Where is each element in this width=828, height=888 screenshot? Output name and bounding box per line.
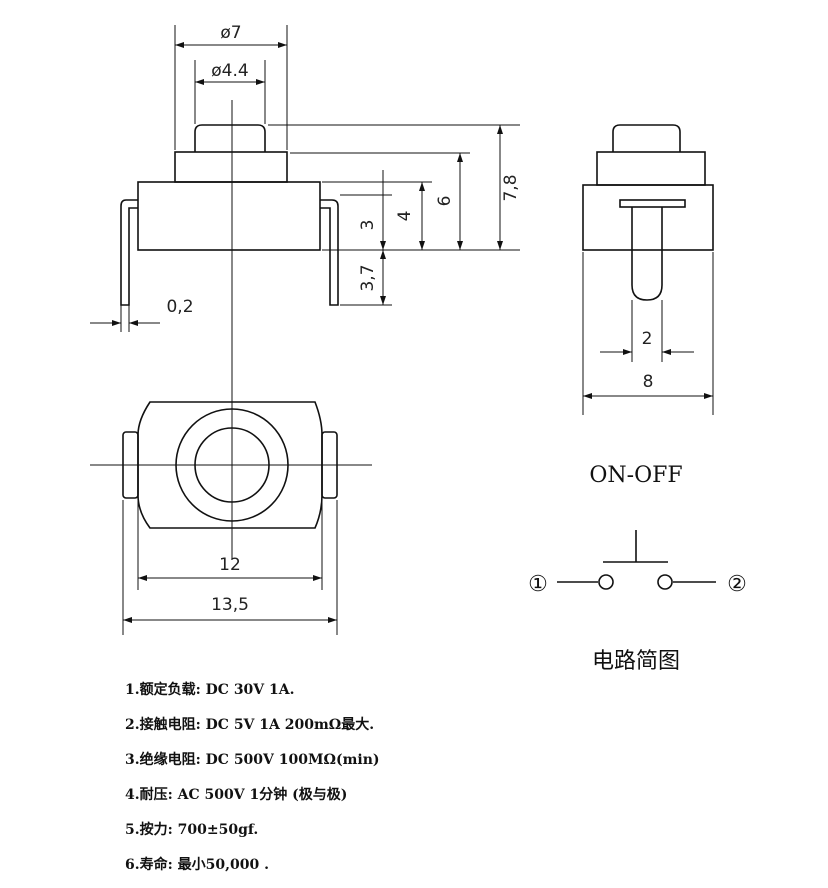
dim-height-4: 4 (395, 211, 415, 222)
dim-outer-diameter: ø7 (220, 23, 241, 43)
mode-label: ON-OFF (589, 463, 682, 488)
dim-side-width: 8 (643, 372, 654, 392)
circuit-diagram: ON-OFF ① ② 电路简图 (528, 463, 747, 674)
dim-pin-thickness: 0,2 (166, 297, 193, 317)
dim-pin-width: 2 (642, 329, 653, 349)
circuit-title: 电路简图 (592, 649, 680, 674)
note-life: 6.寿命: 最小50,000 . (125, 856, 269, 873)
dim-total-height: 7,8 (501, 174, 521, 201)
dim-height-3: 3 (358, 220, 378, 231)
dim-width-12: 12 (219, 555, 241, 575)
side-view: 2 8 (582, 124, 714, 415)
front-view: ø7 ø4.4 7,8 6 4 3 3,7 0,2 (90, 23, 521, 560)
dim-width-13-5: 13,5 (211, 595, 249, 615)
terminal-2-label: ② (727, 572, 747, 597)
note-rated-load: 1.额定负载: DC 30V 1A. (125, 681, 295, 698)
note-insulation-resistance: 3.绝缘电阻: DC 500V 100MΩ(min) (125, 751, 380, 768)
terminal-1-label: ① (528, 572, 548, 597)
dim-inner-diameter: ø4.4 (211, 61, 248, 81)
dim-pin-length: 3,7 (358, 264, 378, 291)
note-withstand-voltage: 4.耐压: AC 500V 1分钟 (极与极) (125, 786, 347, 803)
top-view: 12 13,5 (90, 401, 372, 635)
note-contact-resistance: 2.接触电阻: DC 5V 1A 200mΩ最大. (125, 716, 374, 733)
note-operating-force: 5.按力: 700±50gf. (125, 821, 258, 838)
spec-notes: 1.额定负载: DC 30V 1A. 2.接触电阻: DC 5V 1A 200m… (125, 681, 380, 873)
dim-height-6: 6 (435, 196, 455, 207)
